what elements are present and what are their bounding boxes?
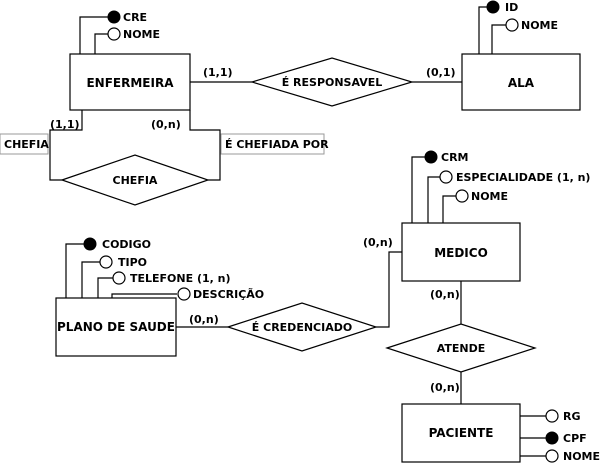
attribute-icon [99,255,113,269]
entity-enfermeira-label: ENFERMEIRA [86,76,174,90]
cardinality-medico-credenciado: (0,n) [363,236,393,249]
relationship-credenciado-label: É CREDENCIADO [252,321,352,334]
cardinality-enfermeira-responsavel: (1,1) [203,66,233,79]
entity-medico-label: MEDICO [434,246,488,260]
attribute-icon [107,27,121,41]
entity-paciente: PACIENTE [401,403,521,463]
relationship-responsavel-label: É RESPONSAVEL [282,76,383,89]
attribute-icon [505,18,519,32]
attr-plano-tipo: TIPO [118,256,147,269]
attr-ala-id: ID [505,1,518,14]
attr-paciente-nome: NOME [563,450,600,463]
entity-enfermeira: ENFERMEIRA [69,53,191,111]
relationship-chefia: CHEFIA [60,154,210,206]
entity-plano-label: PLANO DE SAUDE [57,320,175,334]
cardinality-chefia: (1,1) [50,118,80,131]
attribute-icon [545,449,559,463]
key-attribute-icon [424,150,438,164]
attr-plano-descricao: DESCRIÇÃO [193,288,264,301]
entity-ala: ALA [461,53,581,111]
attr-plano-telefone: TELEFONE (1, n) [130,272,231,285]
attr-medico-crm: CRM [441,151,469,164]
cardinality-chefiada: (0,n) [151,118,181,131]
attr-enfermeira-nome: NOME [123,28,160,41]
attr-paciente-rg: RG [563,410,581,423]
relationship-credenciado: É CREDENCIADO [226,302,378,352]
attribute-icon [112,271,126,285]
role-chefia: CHEFIA [4,138,49,151]
attribute-icon [545,409,559,423]
relationship-responsavel: É RESPONSAVEL [249,57,415,107]
attr-paciente-cpf: CPF [563,432,587,445]
key-attribute-icon [107,10,121,24]
relationship-atende: ATENDE [385,323,537,373]
cardinality-plano-credenciado: (0,n) [189,313,219,326]
relationship-chefia-label: CHEFIA [113,174,158,187]
cardinality-ala-responsavel: (0,1) [426,66,456,79]
attribute-icon [455,189,469,203]
entity-plano-de-saude: PLANO DE SAUDE [55,297,177,357]
attr-medico-especialidade: ESPECIALIDADE (1, n) [456,171,590,184]
key-attribute-icon [486,0,500,14]
attr-enfermeira-cre: CRE [123,11,147,24]
cardinality-medico-atende: (0,n) [430,288,460,301]
entity-ala-label: ALA [508,76,535,90]
key-attribute-icon [545,431,559,445]
attr-plano-codigo: CODIGO [102,238,151,251]
attr-ala-nome: NOME [521,19,558,32]
entity-paciente-label: PACIENTE [429,426,494,440]
role-chefiada: É CHEFIADA POR [225,138,329,151]
attribute-icon [439,170,453,184]
cardinality-paciente-atende: (0,n) [430,381,460,394]
attr-medico-nome: NOME [471,190,508,203]
attribute-icon [177,287,191,301]
entity-medico: MEDICO [401,222,521,282]
key-attribute-icon [83,237,97,251]
relationship-atende-label: ATENDE [437,342,486,355]
